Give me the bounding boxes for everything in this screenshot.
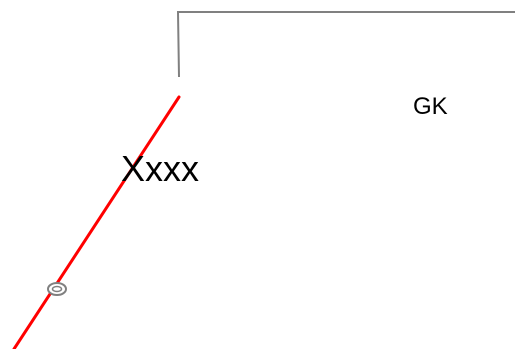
red-diagonal-line: [12, 95, 181, 349]
diagram-label-small: GK: [413, 93, 448, 120]
diagram-label-large: Xxxx: [121, 148, 200, 189]
ring-marker-icon: [47, 282, 67, 296]
bracket-line: [176, 11, 515, 78]
